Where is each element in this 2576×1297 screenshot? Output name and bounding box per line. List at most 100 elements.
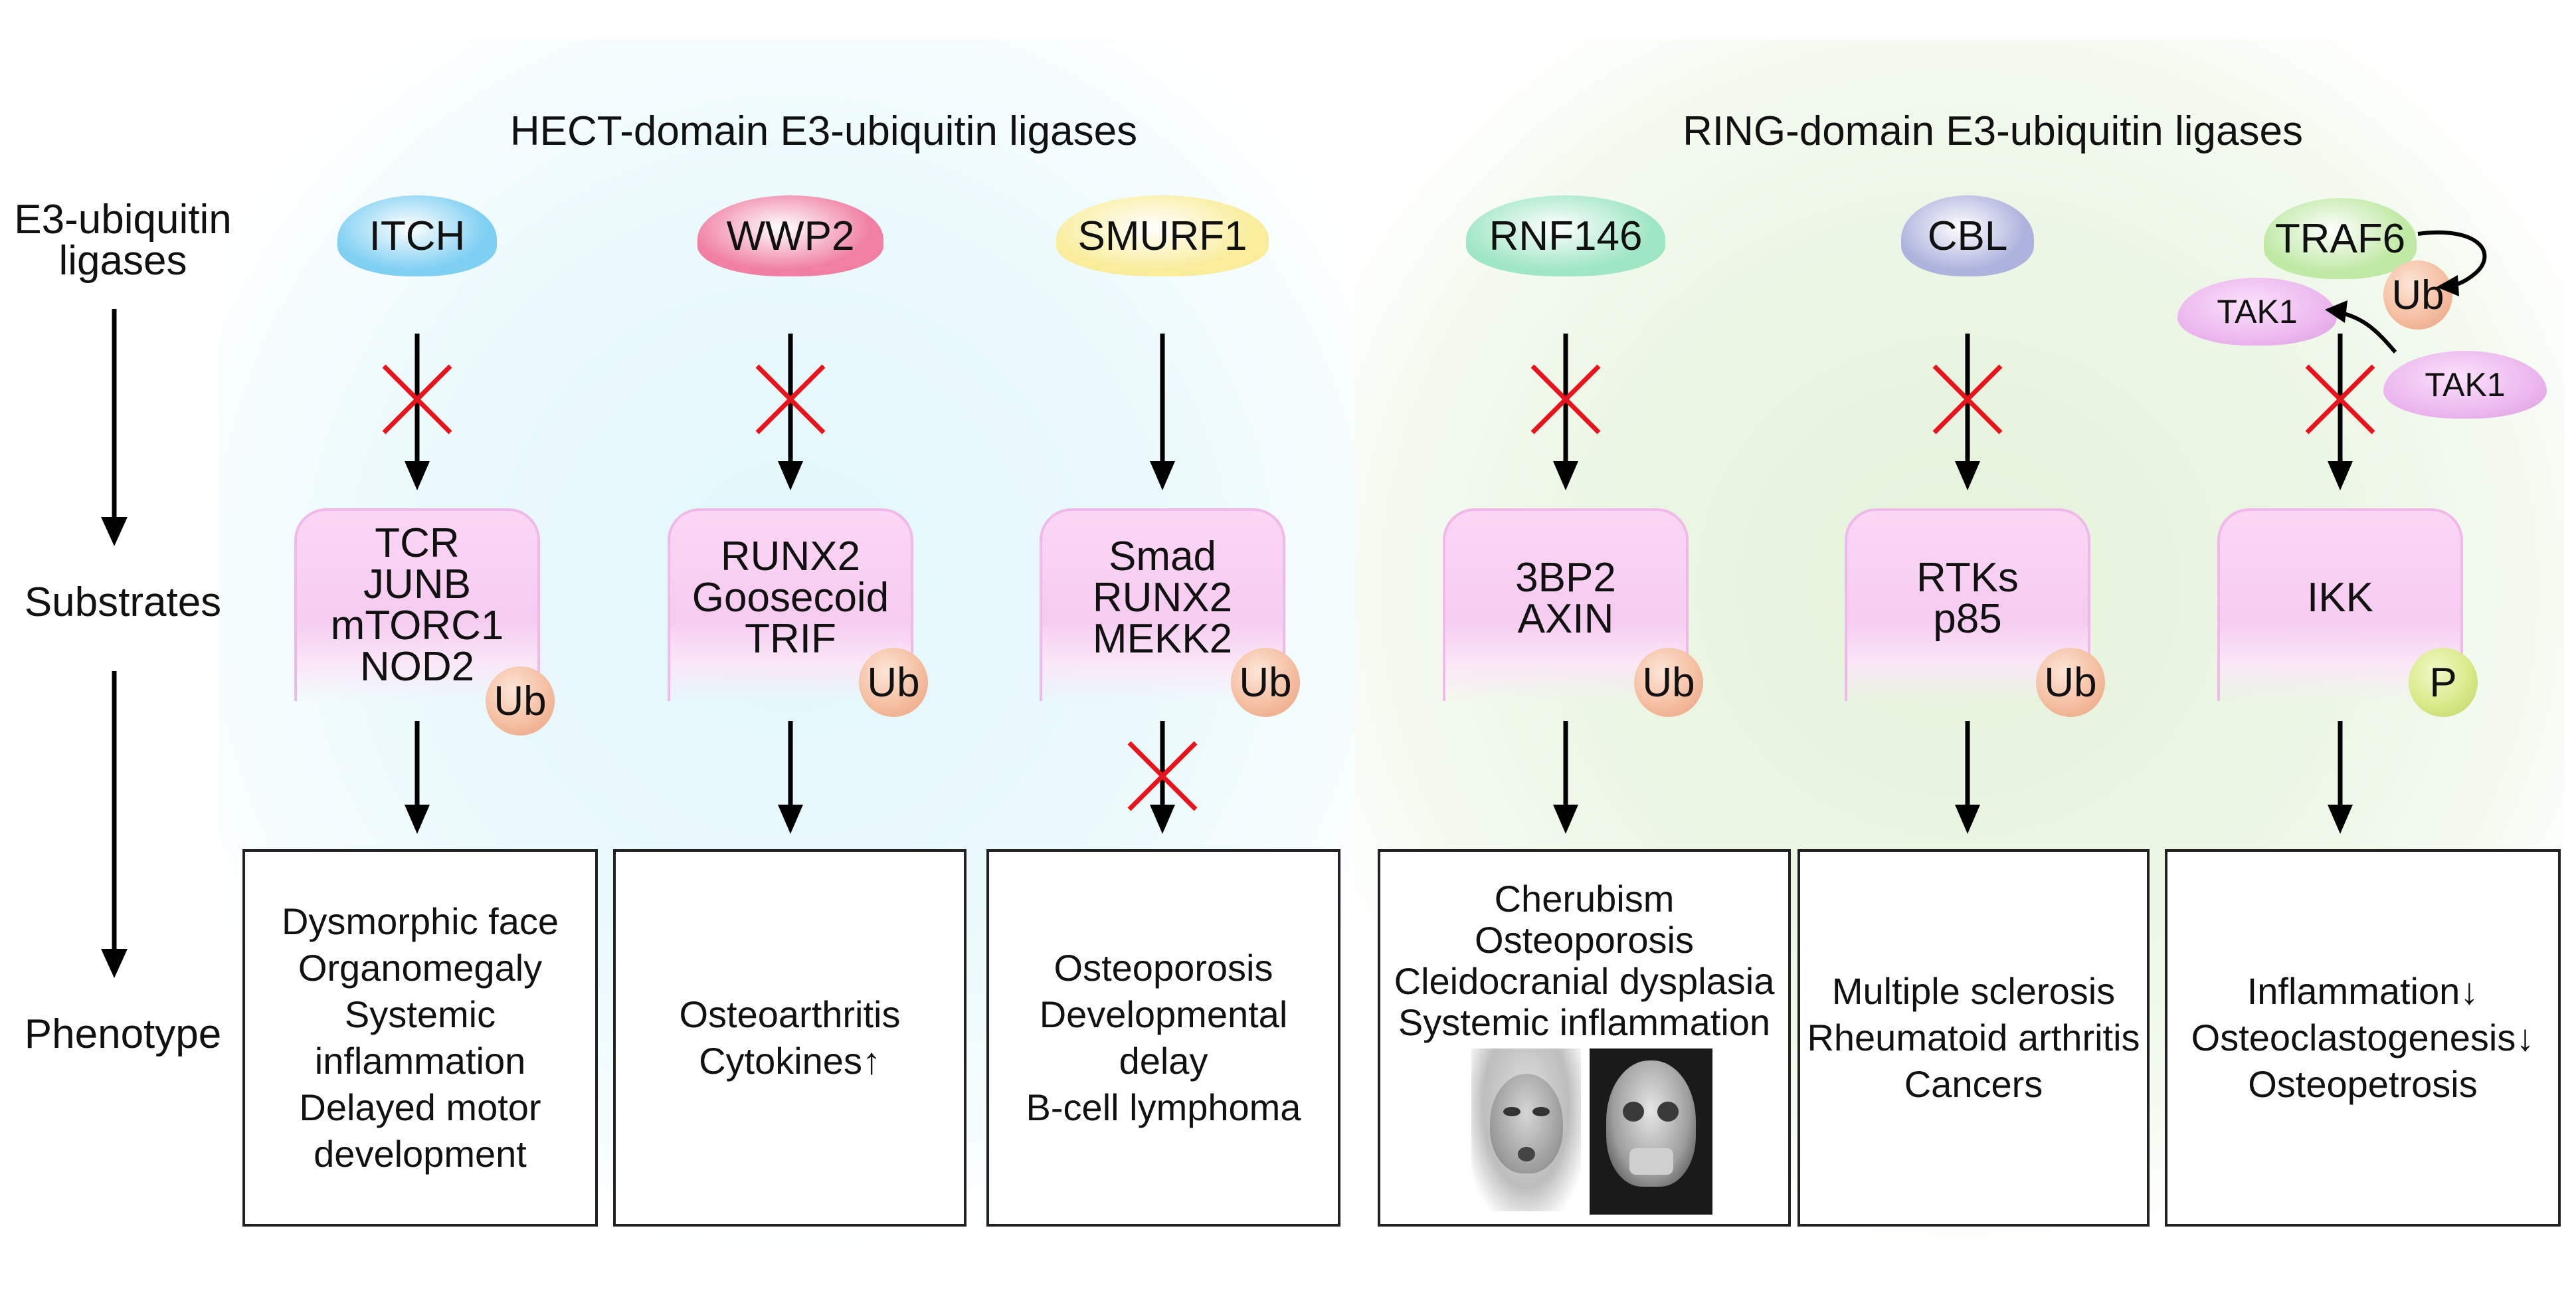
phenotype-3-line: Osteoporosis	[1475, 919, 1694, 961]
ligase-1-name: WWP2	[726, 213, 855, 259]
cherubism-skull-xray	[1590, 1048, 1712, 1215]
tak1-activation-arrow	[2338, 310, 2397, 353]
substrate-3-item: AXIN	[1517, 596, 1614, 642]
badge-4-label: Ub	[2044, 659, 2097, 706]
phenotype-4-line: Multiple sclerosis	[1831, 970, 2116, 1012]
ligase-4-arrow-head	[1955, 461, 1980, 490]
substrate-5-item: IKK	[2307, 575, 2373, 621]
substrate-1-modification-badge: Ub	[859, 648, 928, 717]
substrate-2-modification-badge: Ub	[1231, 648, 1300, 717]
substrate-4-modification-badge: Ub	[2036, 648, 2105, 717]
row-label-e3-line1: E3-ubiquitin	[14, 197, 232, 243]
phenotype-2-line: Developmental	[1039, 993, 1288, 1035]
traf6-cycle-arrows	[2325, 230, 2487, 353]
substrate-5-modification-badge: P	[2409, 648, 2478, 717]
substrate-2-item: RUNX2	[1092, 575, 1233, 621]
tak1-left-shape: TAK1	[2177, 278, 2337, 346]
ligase-4-shape: CBL	[1901, 195, 2034, 276]
substrate-2-block-cross-stroke-1	[1127, 741, 1198, 811]
ligase-0-shape: ITCH	[337, 195, 497, 276]
row-label-substrates: Substrates	[24, 579, 222, 625]
row-label-phenotype: Phenotype	[24, 1011, 222, 1057]
phenotype-3-line: Cherubism	[1494, 878, 1675, 920]
face-eye-right	[1532, 1107, 1550, 1116]
traf6-to-ub-arrowhead	[2437, 275, 2459, 296]
tak1-right-shape: TAK1	[2383, 351, 2547, 419]
substrate-4-item: p85	[1933, 596, 2002, 642]
substrate-0-modification-badge: Ub	[486, 666, 555, 736]
face-eye-left	[1503, 1107, 1520, 1116]
substrate-0-item: mTORC1	[330, 603, 504, 648]
skull-orbit-right	[1657, 1102, 1679, 1122]
ligase-3-shape: RNF146	[1466, 195, 1665, 276]
tak1-right-label: TAK1	[2425, 366, 2506, 403]
ligase-1-arrow-head	[778, 461, 803, 490]
badge-1-label: Ub	[867, 659, 920, 706]
phenotype-4-line: Cancers	[1904, 1063, 2043, 1105]
ligase-3-name: RNF146	[1489, 213, 1643, 259]
phenotype-1-line: Osteoarthritis	[679, 993, 901, 1035]
substrate-1-item: Goosecoid	[691, 575, 889, 621]
substrate-0-arrow-head	[405, 805, 430, 834]
left-axis-arrows	[101, 309, 128, 978]
phenotype-3-line: Systemic inflammation	[1398, 1001, 1771, 1043]
badge-3-label: Ub	[1642, 659, 1695, 706]
phenotype-1-line: Cytokines↑	[699, 1040, 881, 1082]
phenotype-0-line: Dysmorphic face	[281, 900, 559, 942]
substrate-5-arrow-head	[2328, 805, 2353, 834]
row-label-e3: E3-ubiquitin ligases	[7, 199, 239, 282]
traf6-ub-label: Ub	[2391, 272, 2444, 318]
ligase-3-block-cross-stroke-1	[1530, 364, 1601, 435]
ligase-3-arrow-head	[1553, 461, 1578, 490]
ligase-0-block-cross-stroke-1	[382, 364, 452, 435]
face-mouth	[1518, 1147, 1535, 1161]
phenotype-0-line: Organomegaly	[298, 947, 543, 989]
left-arrow-2-head	[101, 949, 128, 978]
substrate-1-arrow-head	[778, 805, 803, 834]
substrate-2-item: Smad	[1109, 534, 1216, 579]
phenotype-5-line: Osteopetrosis	[2248, 1063, 2478, 1105]
substrate-4-item: RTKs	[1916, 555, 2019, 601]
badge-2-label: Ub	[1239, 659, 1292, 706]
phenotype-5-line: Inflammation↓	[2247, 970, 2479, 1012]
phenotype-5-line: Osteoclastogenesis↓	[2191, 1017, 2535, 1058]
ligase-1-shape: WWP2	[697, 195, 883, 276]
skull-jaw	[1629, 1148, 1673, 1175]
skull-orbit-left	[1623, 1102, 1644, 1122]
phenotype-0-line: inflammation	[314, 1040, 526, 1082]
substrate-3-modification-badge: Ub	[1634, 648, 1703, 717]
ligase-1-block-cross-stroke-1	[755, 364, 826, 435]
badge-0-label: Ub	[494, 678, 547, 724]
substrate-0-item: NOD2	[359, 644, 475, 690]
substrate-3-item: 3BP2	[1515, 555, 1616, 601]
phenotype-2-line: delay	[1119, 1040, 1208, 1082]
ligase-0-name: ITCH	[369, 213, 466, 259]
badge-5-label: P	[2429, 659, 2457, 706]
substrate-4-arrow-head	[1955, 805, 1980, 834]
ligase-2-arrow-head	[1150, 461, 1175, 490]
phenotype-0-line: Systemic	[344, 993, 496, 1035]
hect-panel-title: HECT-domain E3-ubiquitin ligases	[509, 108, 1138, 154]
ligase-4-name: CBL	[1927, 213, 2008, 259]
ring-panel-title: RING-domain E3-ubiquitin ligases	[1683, 108, 2303, 154]
ligase-2-shape: SMURF1	[1056, 195, 1269, 276]
substrate-2-arrow-head	[1150, 805, 1175, 834]
phenotype-3-line: Cleidocranial dysplasia	[1394, 960, 1775, 1002]
substrate-3-arrow-head	[1553, 805, 1578, 834]
phenotype-box-5: Inflammation↓ Osteoclastogenesis↓ Osteopet…	[2165, 849, 2561, 1227]
left-arrow-1-head	[101, 517, 128, 546]
ligase-5-block-cross-stroke-1	[2305, 364, 2375, 435]
ligase-4-block-cross-stroke-1	[1932, 364, 2003, 435]
traf6-to-ub-arrow	[2417, 230, 2487, 288]
ligase-5-name: TRAF6	[2274, 215, 2406, 262]
traf6-ub-badge: Ub	[2383, 260, 2452, 330]
phenotype-4-line: Rheumatoid arthritis	[1807, 1017, 2140, 1058]
tak1-activation-arrowhead	[2325, 300, 2347, 323]
phenotype-0-line: development	[314, 1133, 527, 1175]
